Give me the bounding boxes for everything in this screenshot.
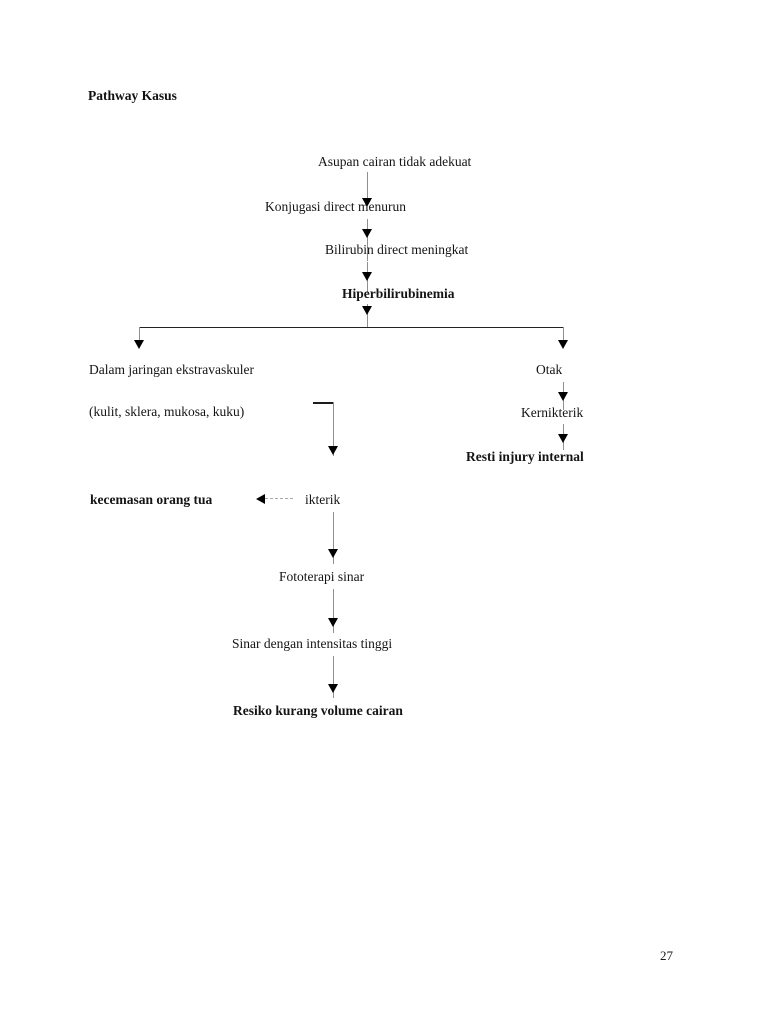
connector-konjugasi-to-bilirubin-line — [367, 219, 368, 261]
node-konjugasi-direct-menurun: Konjugasi direct menurun — [265, 199, 406, 214]
connector-hiper-to-split-arrow — [362, 306, 372, 315]
connector-sinar-to-resiko-line — [333, 656, 334, 698]
node-kernikterik: Kernikterik — [521, 405, 584, 420]
connector-hiper-to-split-line — [367, 304, 368, 328]
node-bilirubin-direct-meningkat: Bilirubin direct meningkat — [325, 242, 469, 257]
node-sinar-intensitas-tinggi: Sinar dengan intensitas tinggi — [232, 636, 393, 651]
connector-fototerapi-to-sinar-arrow — [328, 618, 338, 627]
node-asupan-cairan: Asupan cairan tidak adekuat — [318, 154, 472, 169]
page-number: 27 — [660, 948, 673, 963]
node-resiko-kurang-volume-cairan: Resiko kurang volume cairan — [233, 703, 403, 718]
connector-asupan-to-konjugasi-arrow — [362, 198, 372, 207]
node-hiperbilirubinemia: Hiperbilirubinemia — [342, 286, 455, 301]
connector-split-right-line — [563, 327, 564, 347]
page-title: Pathway Kasus — [88, 88, 177, 103]
connector-elbow-arrow — [328, 446, 338, 455]
connector-elbow-horizontal — [313, 402, 334, 404]
connector-kernikterik-to-resti-arrow — [558, 434, 568, 443]
node-fototerapi-sinar: Fototerapi sinar — [279, 569, 365, 584]
node-ekstravaskuler-detail: (kulit, sklera, mukosa, kuku) — [89, 404, 245, 419]
connector-bilirubin-to-hiper-arrow — [362, 272, 372, 281]
connector-elbow-vertical — [333, 402, 334, 456]
connector-fototerapi-to-sinar-line — [333, 589, 334, 633]
node-resti-injury-internal: Resti injury internal — [466, 449, 584, 464]
connector-ikterik-to-kecemasan-arrowhead — [256, 494, 265, 504]
connector-asupan-to-konjugasi-line — [367, 172, 368, 204]
node-kecemasan-orang-tua: kecemasan orang tua — [90, 492, 213, 507]
connector-sinar-to-resiko-arrow — [328, 684, 338, 693]
connector-konjugasi-to-bilirubin-arrow — [362, 229, 372, 238]
connector-otak-to-kernikterik-arrow — [558, 392, 568, 401]
node-otak: Otak — [536, 362, 563, 377]
connector-ikterik-to-fototerapi-arrow — [328, 549, 338, 558]
connector-ikterik-to-fototerapi-line — [333, 512, 334, 564]
connector-ikterik-to-kecemasan-dashes — [265, 498, 293, 499]
connector-split-right-arrow — [558, 340, 568, 349]
connector-split-left-arrow — [134, 340, 144, 349]
connector-split-horizontal-bar — [139, 327, 564, 328]
connector-split-left-line — [139, 327, 140, 347]
node-dalam-jaringan-ekstravaskuler: Dalam jaringan ekstravaskuler — [89, 362, 254, 377]
node-ikterik: ikterik — [305, 492, 341, 507]
